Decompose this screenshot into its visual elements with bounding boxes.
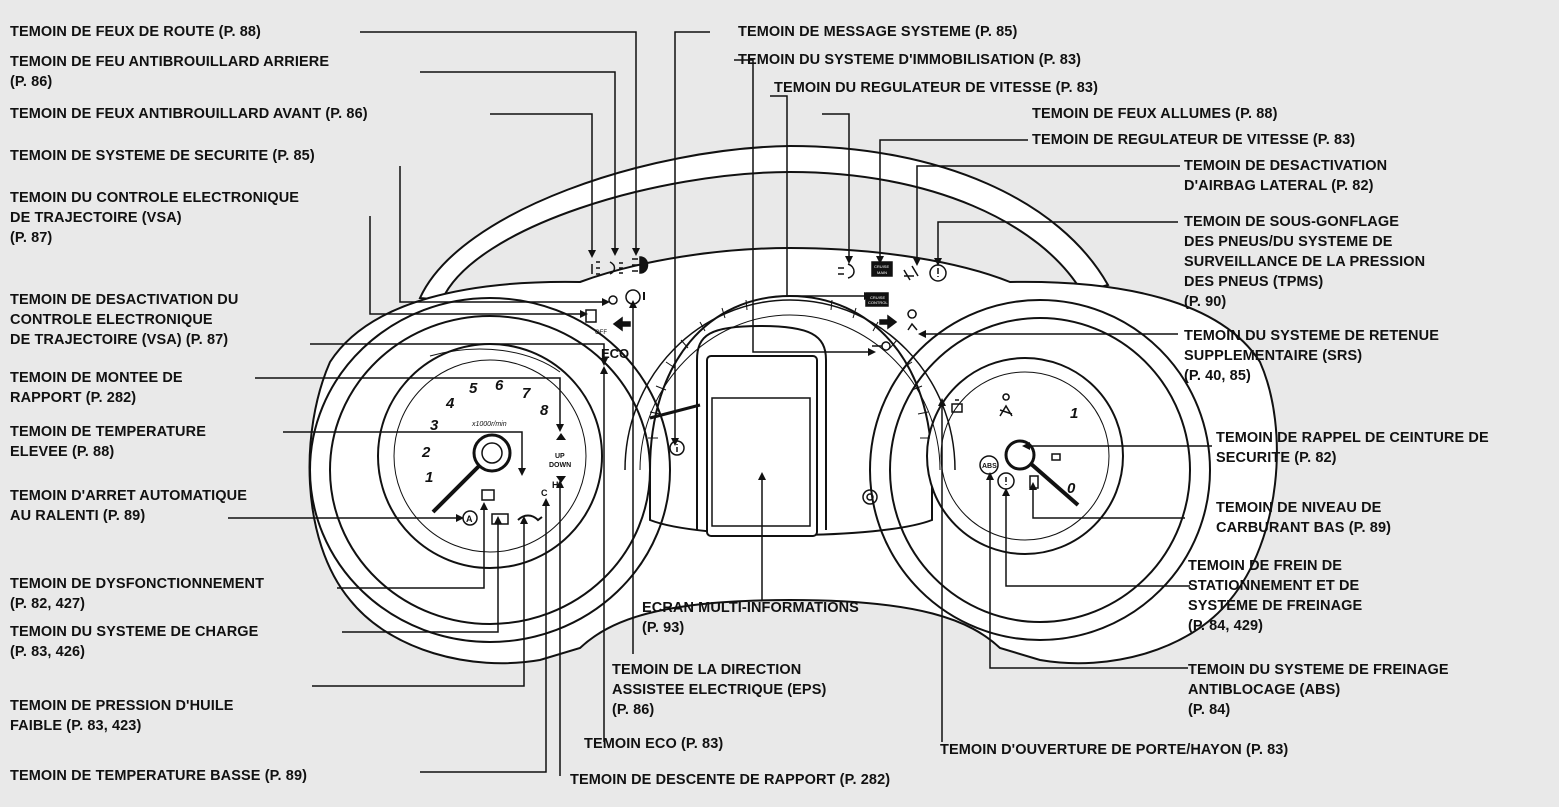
label-tpms: TEMOIN DE SOUS-GONFLAGE DES PNEUS/DU SYS…	[1184, 214, 1426, 310]
svg-text:MAIN: MAIN	[877, 270, 887, 275]
high-beam-icon	[632, 256, 649, 274]
label-charge: TEMOIN DU SYSTEME DE CHARGE (P. 83, 426)	[10, 624, 259, 660]
right-gauge	[869, 299, 1211, 641]
check-engine-icon	[481, 489, 495, 501]
label-montee-rapport: TEMOIN DE MONTEE DE RAPPORT (P. 282)	[10, 370, 183, 406]
label-arret-auto: TEMOIN D'ARRET AUTOMATIQUE AU RALENTI (P…	[10, 488, 247, 524]
label-temp-basse: TEMOIN DE TEMPERATURE BASSE (P. 89)	[10, 768, 308, 784]
label-antibrouillard-arriere: TEMOIN DE FEU ANTIBROUILLARD ARRIERE (P.…	[10, 54, 330, 90]
fuel-low-icon	[1029, 475, 1039, 489]
security-icon	[608, 295, 618, 305]
speedometer	[624, 299, 956, 537]
lights-on-icon	[838, 263, 855, 279]
reset-knob	[862, 489, 878, 505]
svg-text:UP: UP	[555, 453, 565, 460]
temp-high-icon: H	[552, 480, 559, 490]
label-regulateur-1: TEMOIN DU REGULATEUR DE VITESSE (P. 83)	[774, 80, 1099, 96]
svg-text:ABS: ABS	[982, 463, 997, 470]
down-arrow-icon	[556, 476, 566, 483]
svg-text:CRUISE: CRUISE	[874, 264, 889, 269]
seatbelt-icon	[999, 393, 1013, 417]
label-regulateur-2: TEMOIN DE REGULATEUR DE VITESSE (P. 83)	[1032, 132, 1356, 148]
label-srs: TEMOIN DU SYSTEME DE RETENUE SUPPLEMENTA…	[1184, 328, 1439, 384]
right-warning-icons: 1 0 ABS	[951, 393, 1078, 497]
label-ecran: ECRAN MULTI-INFORMATIONS (P. 93)	[642, 600, 859, 636]
tach-num: 5	[469, 380, 478, 397]
tach-num: 3	[430, 417, 439, 434]
tach-unit: x1000r/min	[471, 421, 507, 428]
fog-front-icon	[591, 261, 600, 275]
label-porte-hayon: TEMOIN D'OUVERTURE DE PORTE/HAYON (P. 83…	[940, 742, 1289, 758]
leader-lines	[228, 31, 1212, 776]
label-carburant: TEMOIN DE NIVEAU DE CARBURANT BAS (P. 89…	[1216, 500, 1392, 536]
vsa-icon	[585, 309, 597, 323]
label-dysfonctionnement: TEMOIN DE DYSFONCTIONNEMENT (P. 82, 427)	[10, 576, 265, 612]
svg-text:DOWN: DOWN	[549, 462, 571, 469]
center-warning-icons: CRUISE MAIN CRUISE CONTROL	[669, 261, 947, 456]
label-abs: TEMOIN DU SYSTEME DE FREINAGE ANTIBLOCAG…	[1188, 662, 1449, 718]
label-descente-rapport: TEMOIN DE DESCENTE DE RAPPORT (P. 282)	[570, 772, 891, 788]
svg-text:CRUISE: CRUISE	[870, 295, 885, 300]
label-ceinture: TEMOIN DE RAPPEL DE CEINTURE DE SECURITE…	[1216, 430, 1489, 466]
eco-icon: ECO	[601, 346, 629, 361]
tach-num: 2	[421, 444, 431, 461]
vsa-off-text: OFF	[595, 330, 607, 336]
cruise-main-icon	[871, 261, 893, 277]
label-airbag-lateral: TEMOIN DE DESACTIVATION D'AIRBAG LATERAL…	[1184, 158, 1388, 194]
temp-low-icon: C	[541, 488, 548, 498]
label-antibrouillard-avant: TEMOIN DE FEUX ANTIBROUILLARD AVANT (P. …	[10, 106, 368, 122]
arrow-right-icon	[879, 314, 898, 330]
label-temp-elevee: TEMOIN DE TEMPERATURE ELEVEE (P. 88)	[10, 424, 206, 460]
label-vsa: TEMOIN DU CONTROLE ELECTRONIQUE DE TRAJE…	[10, 190, 300, 246]
label-securite: TEMOIN DE SYSTEME DE SECURITE (P. 85)	[10, 148, 315, 164]
label-feux-allumes: TEMOIN DE FEUX ALLUMES (P. 88)	[1032, 106, 1278, 122]
tach-num: 8	[540, 402, 549, 419]
label-frein-stationnement: TEMOIN DE FREIN DE STATIONNEMENT ET DE S…	[1188, 558, 1363, 634]
label-eps: TEMOIN DE LA DIRECTION ASSISTEE ELECTRIQ…	[612, 662, 827, 718]
immobilizer-icon	[872, 341, 891, 351]
tach-num: 4	[445, 395, 455, 412]
svg-text:A: A	[466, 514, 473, 524]
arrow-left-icon	[612, 316, 631, 332]
fog-rear-icon	[609, 261, 623, 275]
left-warning-icons: OFF	[585, 256, 898, 336]
airbag-off-icon	[903, 265, 919, 281]
srs-icon	[907, 309, 918, 331]
leader-arrowheads	[456, 248, 1037, 524]
tach-num: 1	[425, 469, 433, 486]
fuel-empty-label: 0	[1067, 480, 1076, 497]
tach-num: 7	[522, 385, 531, 402]
shift-indicator: UP DOWN	[549, 433, 571, 483]
label-eco: TEMOIN ECO (P. 83)	[584, 736, 724, 752]
label-vsa-off: TEMOIN DE DESACTIVATION DU CONTROLE ELEC…	[10, 292, 239, 348]
door-open-icon	[951, 399, 963, 413]
fuel-pump-icon	[1051, 453, 1061, 461]
svg-text:CONTROL: CONTROL	[868, 300, 888, 305]
speed-ticks	[648, 299, 930, 439]
tach-numbers: 1 2 3 4 5 6 7 8	[421, 377, 549, 486]
up-arrow-icon	[556, 433, 566, 440]
label-immobilisation: TEMOIN DU SYSTEME D'IMMOBILISATION (P. 8…	[738, 52, 1082, 68]
label-message-systeme: TEMOIN DE MESSAGE SYSTEME (P. 85)	[738, 24, 1018, 40]
tach-num: 6	[495, 377, 504, 394]
label-feux-route: TEMOIN DE FEUX DE ROUTE (P. 88)	[10, 24, 261, 40]
fuel-full-label: 1	[1070, 405, 1078, 422]
oil-pressure-icon	[517, 514, 543, 522]
label-pression-huile: TEMOIN DE PRESSION D'HUILE FAIBLE (P. 83…	[10, 698, 234, 734]
